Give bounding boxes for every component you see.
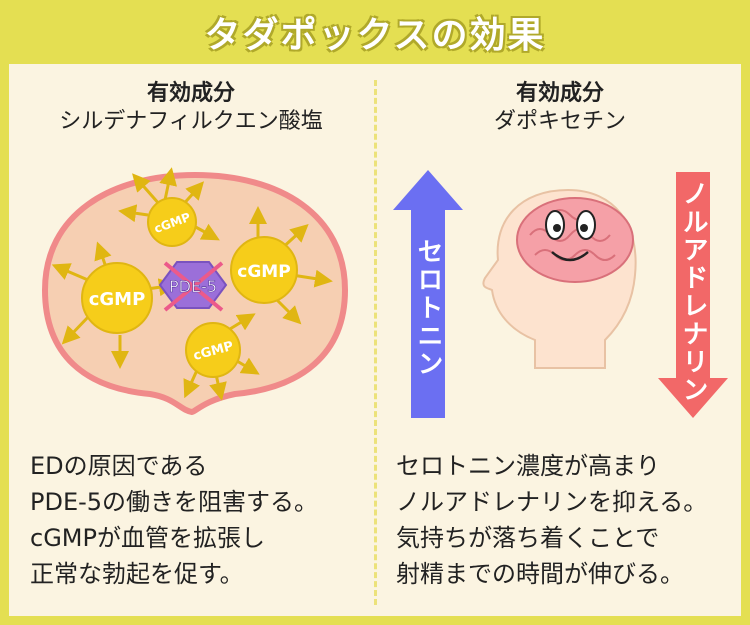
cgmp-label-right: cGMP <box>237 262 290 282</box>
page-title-bar: タダポックスの効果 <box>0 0 750 64</box>
right-description-line: 射精までの時間が伸びる。 <box>396 560 684 588</box>
page-title: タダポックスの効果 <box>204 15 546 56</box>
cell-illustration: PDE-5 cGMP cGMP cGMP cGMP <box>41 167 349 416</box>
column-divider <box>374 80 377 605</box>
left-description-line: 正常な勃起を促す。 <box>30 560 244 588</box>
right-description-line: セロトニン濃度が高まり <box>396 452 660 480</box>
left-heading-title: 有効成分 <box>146 81 235 106</box>
pde5-label: PDE-5 <box>169 277 217 296</box>
right-heading-title: 有効成分 <box>515 81 604 106</box>
brain-icon <box>516 197 634 283</box>
serotonin-up-arrow <box>393 170 463 418</box>
head-brain-illustration <box>482 188 637 369</box>
left-description-line: EDの原因である <box>30 452 208 480</box>
left-description-line: PDE-5の働きを阻害する。 <box>30 488 319 516</box>
left-heading: 有効成分 シルデナフィルクエン酸塩 <box>15 80 367 136</box>
left-description-line: cGMPが血管を拡張し <box>30 524 265 552</box>
serotonin-label: セロトニン <box>413 238 443 378</box>
cgmp-label-left: cGMP <box>89 289 146 310</box>
right-ingredient-name: ダポキセチン <box>493 109 626 134</box>
right-description-line: ノルアドレナリンを抑える。 <box>396 488 708 516</box>
left-ingredient-name: シルデナフィルクエン酸塩 <box>59 109 323 134</box>
noradrenaline-down-arrow <box>658 172 728 418</box>
right-heading: 有効成分 ダポキセチン <box>385 80 735 136</box>
right-description-line: 気持ちが落ち着くことで <box>396 524 660 552</box>
left-description: EDの原因である PDE-5の働きを阻害する。 cGMPが血管を拡張し 正常な勃… <box>30 448 318 592</box>
right-description: セロトニン濃度が高まり ノルアドレナリンを抑える。 気持ちが落ち着くことで 射精… <box>396 448 707 592</box>
noradrenaline-label: ノルアドレナリン <box>678 180 708 404</box>
